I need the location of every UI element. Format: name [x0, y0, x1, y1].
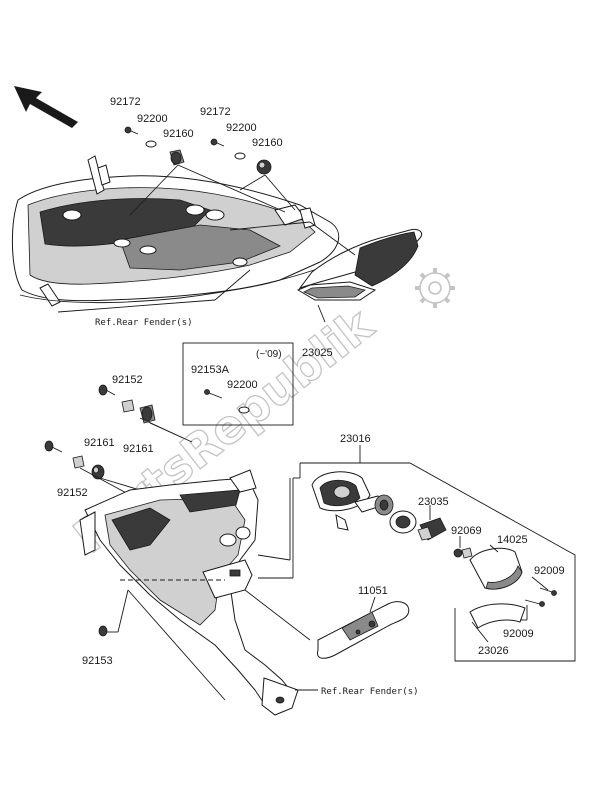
rear-fender [79, 469, 299, 716]
bolt-92172-b [210, 138, 225, 147]
label-92172-b: 92172 [200, 106, 231, 118]
collar-92152-b [72, 455, 85, 469]
washer-92200-b [234, 152, 246, 160]
cover-23026 [469, 603, 526, 629]
label-14025: 14025 [497, 534, 528, 546]
leader-lines-group [429, 505, 549, 643]
damper-92160-b [256, 159, 272, 175]
gear-icon [415, 268, 455, 308]
damper-92160-a [169, 149, 185, 166]
label-92153: 92153 [82, 655, 113, 667]
label-92200-b: 92200 [226, 122, 257, 134]
label-23035: 23035 [418, 496, 449, 508]
label-92200-a: 92200 [137, 113, 168, 125]
bolt-92152-a [98, 384, 116, 396]
leader-lines-fender [117, 478, 318, 701]
bolt-92153A [204, 389, 223, 399]
group-frame-23016 [258, 445, 576, 662]
labels: 92172 92200 92160 92172 92200 92160 Ref.… [57, 96, 565, 697]
label-92153A: 92153A [191, 364, 230, 376]
label-23026: 23026 [478, 645, 509, 657]
label-92069: 92069 [451, 525, 482, 537]
label-variant-note: (~'09) [256, 349, 282, 360]
tail-light-lens-23025 [296, 229, 423, 301]
label-92009-a: 92009 [534, 565, 565, 577]
bolt-92153 [98, 625, 118, 637]
damper-92161-b [91, 464, 105, 480]
washer-92200-a [145, 140, 157, 148]
label-23016: 23016 [340, 433, 371, 445]
lens-14025 [469, 547, 523, 590]
screw-92009-b [524, 599, 545, 607]
label-92160-a: 92160 [163, 128, 194, 140]
label-92160-b: 92160 [252, 137, 283, 149]
front-direction-arrow-icon [14, 86, 78, 128]
label-92152-a: 92152 [112, 374, 143, 386]
washer-92200-c [238, 406, 250, 414]
label-92161-b: 92161 [123, 443, 154, 455]
bolt-92152-b [44, 440, 63, 453]
label-ref-rear-fender-top: Ref.Rear Fender(s) [95, 318, 193, 328]
label-92009-b: 92009 [503, 628, 534, 640]
collar-92152 [121, 399, 135, 413]
screw-92069 [453, 547, 473, 559]
seat-cowl-assembly [11, 155, 340, 307]
damper-92161-a [139, 404, 156, 424]
label-92200-c: 92200 [227, 379, 258, 391]
label-ref-rear-fender-bottom: Ref.Rear Fender(s) [321, 687, 419, 697]
bulb-23035 [417, 517, 447, 541]
leader-lines-top [57, 164, 356, 323]
label-92152-b: 92152 [57, 487, 88, 499]
bulb-socket [354, 494, 394, 516]
label-11051: 11051 [358, 585, 388, 597]
label-92161-a: 92161 [84, 437, 115, 449]
screw-92009-a [539, 587, 557, 596]
socket-ring [389, 510, 417, 534]
label-92172-a: 92172 [110, 96, 141, 108]
bolt-92172-a [124, 126, 139, 135]
socket-housing [311, 471, 371, 531]
license-bracket-11051 [316, 596, 410, 659]
label-23025: 23025 [302, 347, 333, 359]
